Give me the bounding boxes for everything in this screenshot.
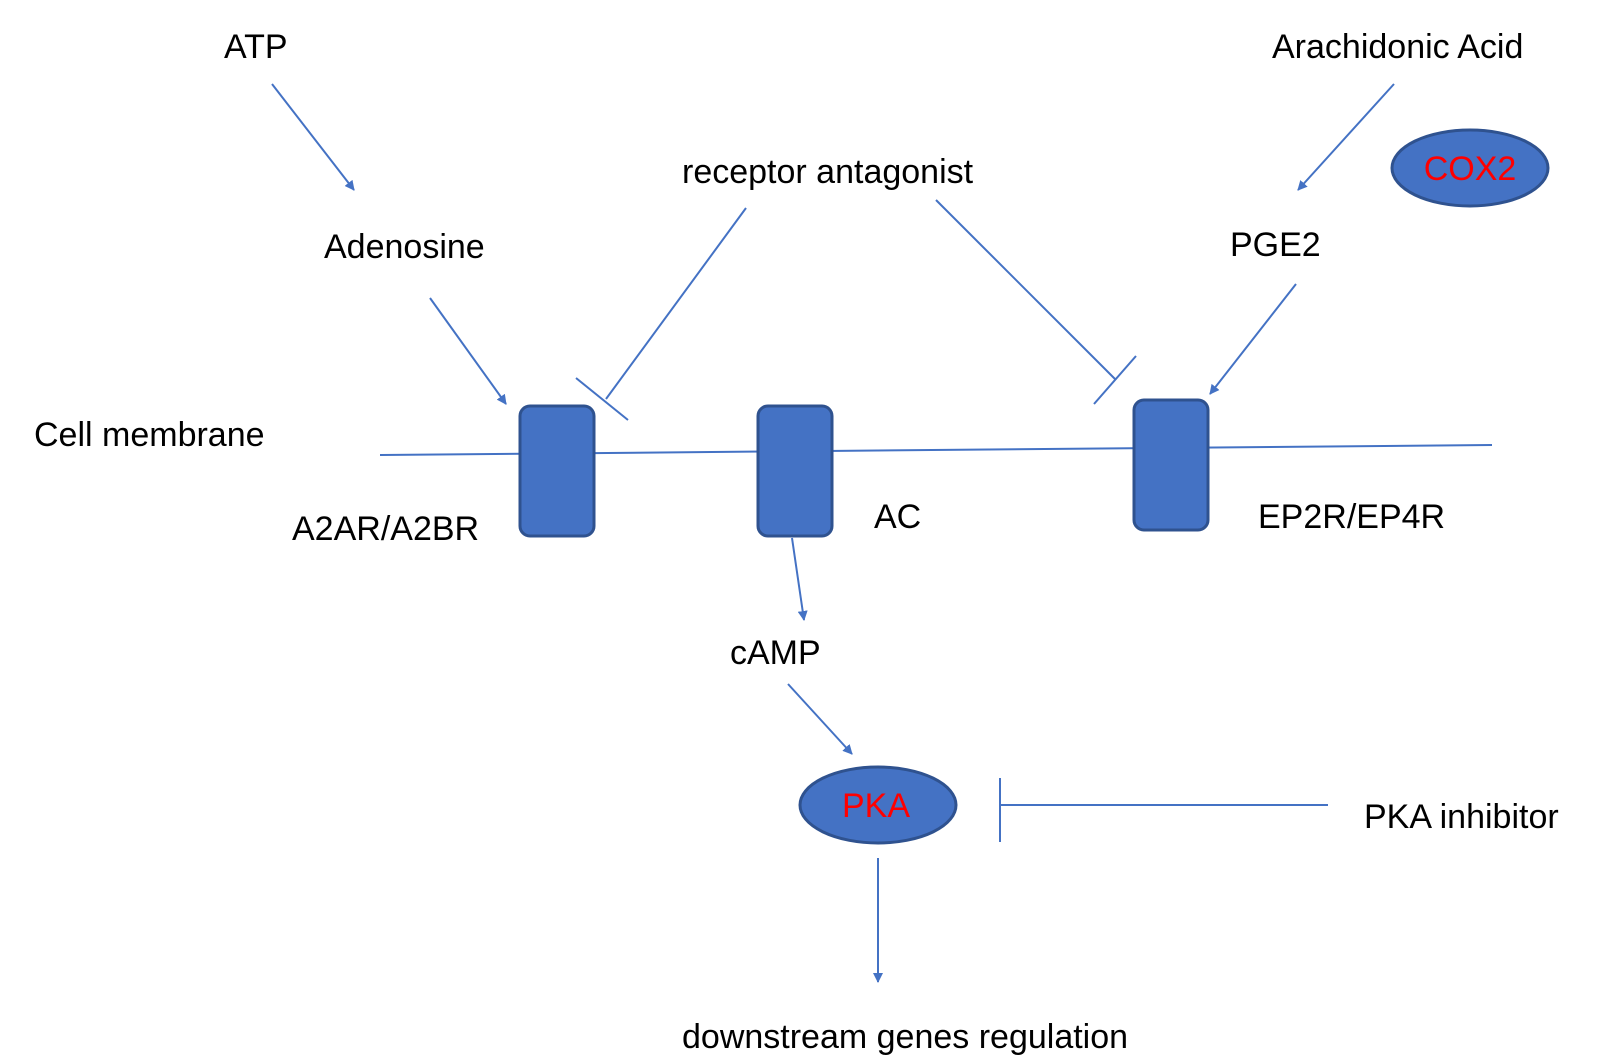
ep2r-ep4r-label: EP2R/EP4R — [1258, 498, 1445, 536]
cox2-label: COX2 — [1424, 150, 1517, 188]
pka-node — [798, 765, 958, 845]
pka-label: PKA — [842, 787, 910, 825]
ac-label: AC — [874, 498, 921, 536]
atp-label: ATP — [224, 28, 288, 66]
downstream-label: downstream genes regulation — [682, 1018, 1128, 1056]
adenylyl-cyclase — [756, 404, 834, 538]
inhibit-bar-a2ar — [575, 377, 629, 421]
arrow-atp-to-adenosine — [271, 83, 355, 191]
arrow-pge2-to-ep — [1209, 283, 1297, 395]
inhibit-bar-ep — [1093, 355, 1137, 405]
adenosine-label: Adenosine — [324, 228, 485, 266]
a2ar-a2br-label: A2AR/A2BR — [292, 510, 479, 548]
a2ar-a2br-receptor — [518, 404, 596, 538]
inhibit-antagonist-to-ep — [935, 199, 1117, 381]
arrow-ac-to-camp — [791, 537, 808, 621]
inhibit-antagonist-to-a2ar — [605, 207, 747, 400]
arrow-adenosine-to-a2ar — [429, 297, 507, 405]
ep2r-ep4r-receptor — [1132, 398, 1210, 532]
cell-membrane-label: Cell membrane — [34, 416, 265, 454]
receptor-antagonist-label: receptor antagonist — [682, 153, 974, 191]
camp-label: cAMP — [730, 634, 821, 672]
arachidonic-acid-label: Arachidonic Acid — [1272, 28, 1523, 66]
arrow-camp-to-pka — [787, 683, 853, 755]
cox2-node — [1390, 128, 1550, 208]
pge2-label: PGE2 — [1230, 226, 1321, 264]
pka-inhibitor-label: PKA inhibitor — [1364, 798, 1559, 836]
arrow-arachidonic-to-pge2 — [1297, 83, 1395, 191]
